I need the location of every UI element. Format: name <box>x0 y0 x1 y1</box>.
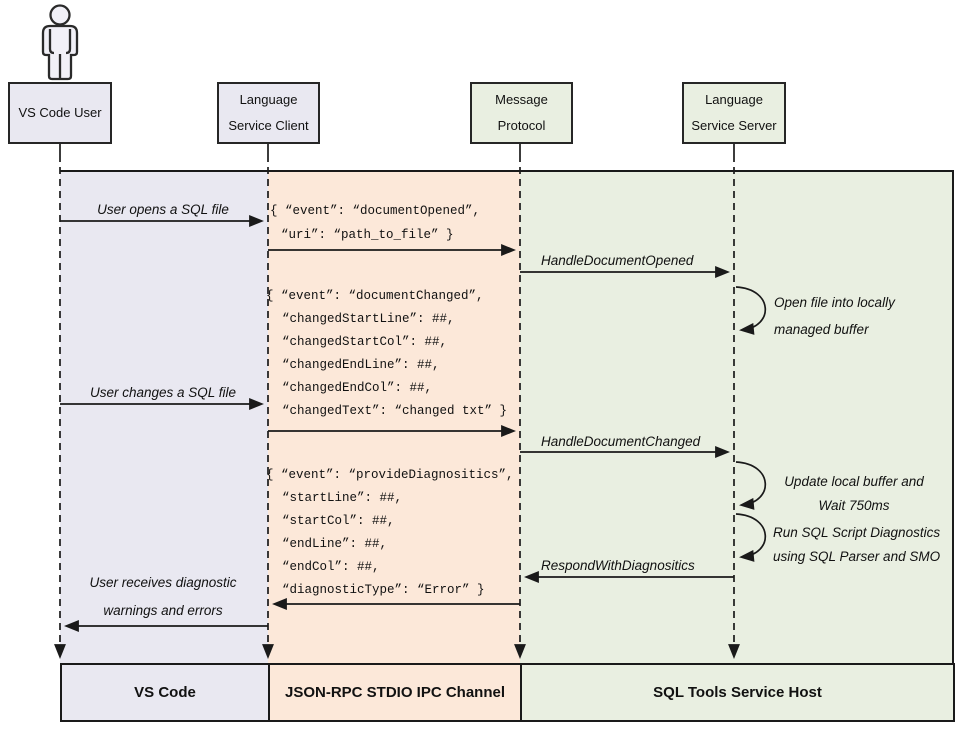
payload-line: { “event”: “documentChanged”, <box>266 289 484 303</box>
header-box-message-protocol: Message Protocol <box>470 82 573 144</box>
payload-line: “endLine”: ##, <box>282 537 388 551</box>
payload-line: “diagnosticType”: “Error” } <box>282 583 485 597</box>
actor-label: Protocol <box>497 118 546 133</box>
payload-line: “changedStartCol”: ##, <box>282 335 448 349</box>
label-respond-with-diagnostics: RespondWithDiagnositics <box>541 558 695 573</box>
lane-service-host <box>520 170 953 663</box>
actor-label: Service Client <box>228 118 309 133</box>
payload-line: “changedText”: “changed txt” } <box>282 404 508 418</box>
lane-ipc-channel <box>268 170 520 663</box>
payload-line: “changedStartLine”: ##, <box>282 312 455 326</box>
payload-line: “startCol”: ##, <box>282 514 395 528</box>
actor-label: Language <box>239 92 298 107</box>
label-handle-document-opened: HandleDocumentOpened <box>541 253 694 268</box>
footer-box-ipc-channel: JSON-RPC STDIO IPC Channel <box>268 663 522 722</box>
actor-label: Message <box>495 92 548 107</box>
payload-line: { “event”: “documentOpened”, <box>270 204 481 218</box>
payload-line: “uri”: “path_to_file” } <box>281 228 454 242</box>
actor-label: Service Server <box>691 118 777 133</box>
payload-line: { “event”: “provideDiagnositics”, <box>266 468 514 482</box>
footer-label: JSON-RPC STDIO IPC Channel <box>284 684 506 701</box>
payload-line: “changedEndLine”: ##, <box>282 358 440 372</box>
note-update-buffer-line1: Update local buffer and <box>784 474 924 489</box>
header-box-service-client: Language Service Client <box>217 82 320 144</box>
footer-box-service-host: SQL Tools Service Host <box>520 663 955 722</box>
label-user-receives-line1: User receives diagnostic <box>89 575 237 590</box>
label-user-receives-line2: warnings and errors <box>103 603 223 618</box>
footer-label: VS Code <box>134 684 196 701</box>
note-run-diagnostics-line1: Run SQL Script Diagnostics <box>773 525 941 540</box>
header-box-vscode-user: VS Code User <box>8 82 112 144</box>
header-box-service-server: Language Service Server <box>682 82 786 144</box>
note-update-buffer-line2: Wait 750ms <box>818 498 890 513</box>
note-run-diagnostics-line2: using SQL Parser and SMO <box>773 549 941 564</box>
label-handle-document-changed: HandleDocumentChanged <box>541 434 701 449</box>
lane-vscode <box>60 170 268 663</box>
footer-box-vscode: VS Code <box>60 663 270 722</box>
payload-line: “changedEndCol”: ##, <box>282 381 433 395</box>
payload-line: “startLine”: ##, <box>282 491 403 505</box>
label-user-changes: User changes a SQL file <box>89 385 237 400</box>
footer-label: SQL Tools Service Host <box>653 684 822 701</box>
actor-icon <box>41 4 79 81</box>
note-open-file-line2: managed buffer <box>774 322 869 337</box>
actor-label: VS Code User <box>18 105 102 120</box>
note-open-file-line1: Open file into locally <box>774 295 895 310</box>
label-user-opens: User opens a SQL file <box>97 202 229 217</box>
actor-label: Language <box>705 92 763 107</box>
payload-line: “endCol”: ##, <box>282 560 380 574</box>
